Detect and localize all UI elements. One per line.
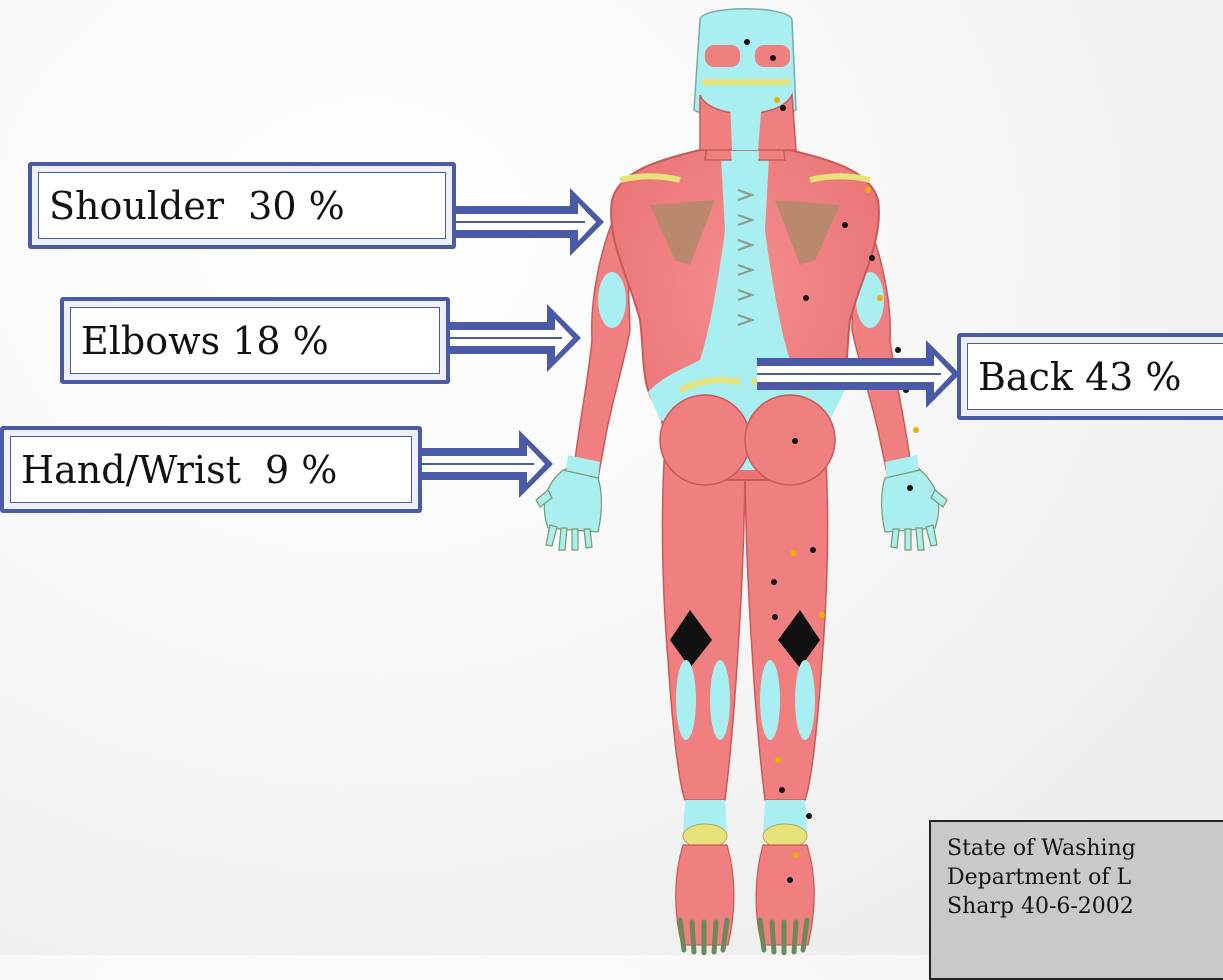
credit-line-1: State of Washing — [947, 834, 1223, 863]
back-label-box: Back 43 % — [957, 333, 1223, 420]
hand-wrist-label: Hand/Wrist 9 % — [10, 436, 412, 503]
credit-line-2: Department of L — [947, 863, 1223, 892]
slide: Shoulder 30 % Elbows 18 % Hand/Wrist 9 %… — [0, 0, 1223, 955]
torso — [611, 140, 879, 485]
shoulder-label-box: Shoulder 30 % — [28, 162, 456, 249]
arrow-shoulder — [456, 188, 604, 256]
back-label: Back 43 % — [967, 343, 1223, 410]
left-leg — [662, 445, 745, 953]
arrow-elbows — [450, 304, 581, 372]
elbows-label: Elbows 18 % — [70, 307, 440, 374]
shoulder-label: Shoulder 30 % — [38, 172, 446, 239]
arrow-hand-wrist — [422, 430, 553, 498]
right-leg — [745, 445, 828, 953]
right-hand — [882, 470, 947, 550]
credit-line-3: Sharp 40-6-2002 — [947, 892, 1223, 921]
left-hand — [536, 470, 601, 550]
hand-wrist-label-box: Hand/Wrist 9 % — [0, 426, 422, 513]
elbows-label-box: Elbows 18 % — [60, 297, 450, 384]
source-credit-box: State of Washing Department of L Sharp 4… — [929, 820, 1223, 980]
head — [694, 9, 796, 165]
